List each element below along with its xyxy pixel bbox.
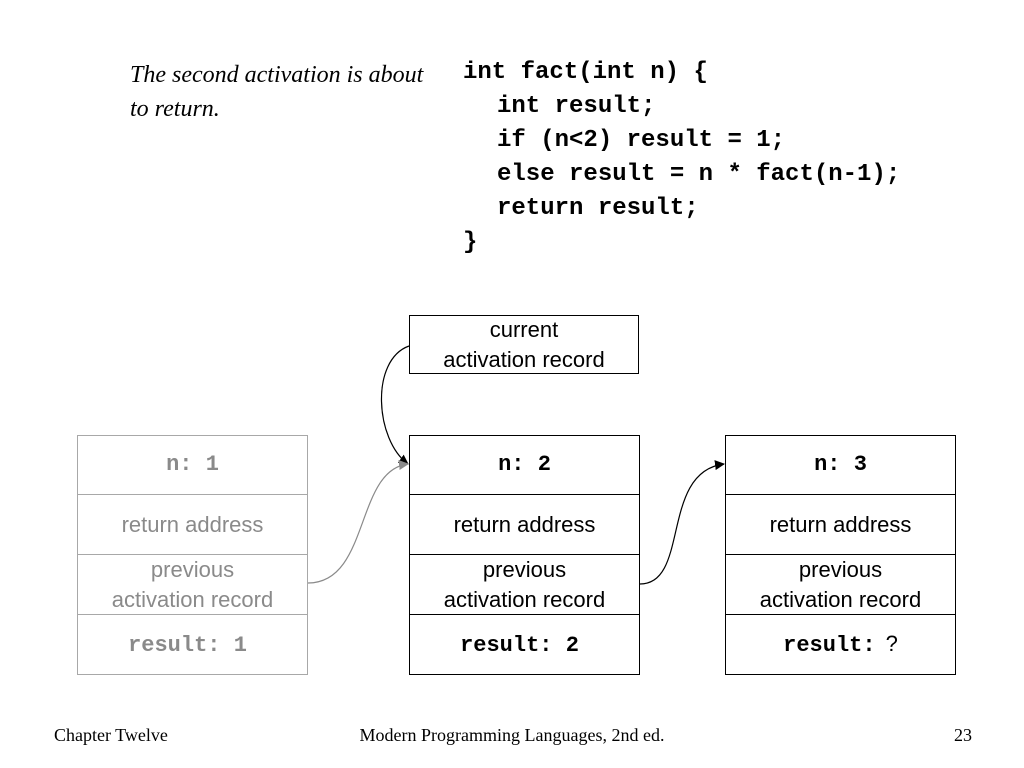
record-result-cell: result:? xyxy=(725,615,956,675)
activation-record-2: n: 2 return address previous activation … xyxy=(409,435,640,675)
record-previous-cell: previous activation record xyxy=(77,555,308,615)
record-n-cell: n: 2 xyxy=(409,435,640,495)
previous-link-arrow xyxy=(639,460,725,585)
record-result-cell: result: 2 xyxy=(409,615,640,675)
record-previous-line2: activation record xyxy=(111,586,274,612)
record-return-address-cell: return address xyxy=(409,495,640,555)
record-previous-line2: activation record xyxy=(443,586,606,612)
record-n-cell: n: 3 xyxy=(725,435,956,495)
record-previous-line1: previous xyxy=(798,556,883,582)
current-pointer-arrow xyxy=(380,345,410,465)
code-line: return result; xyxy=(497,195,699,222)
record-n-cell: n: 1 xyxy=(77,435,308,495)
record-result-suffix: ? xyxy=(885,630,898,656)
record-result-label: result: 1 xyxy=(128,632,247,658)
activation-record-1: n: 1 return address previous activation … xyxy=(77,435,308,675)
record-previous-cell: previous activation record xyxy=(725,555,956,615)
record-previous-line1: previous xyxy=(150,556,235,582)
previous-link-arrow-faded xyxy=(307,460,409,584)
code-line: int result; xyxy=(497,93,656,120)
record-result-label: result: 2 xyxy=(460,632,579,658)
current-box-line1: current xyxy=(489,316,559,342)
record-return-address-cell: return address xyxy=(77,495,308,555)
record-previous-cell: previous activation record xyxy=(409,555,640,615)
footer-book-title: Modern Programming Languages, 2nd ed. xyxy=(359,725,665,745)
activation-record-3: n: 3 return address previous activation … xyxy=(725,435,956,675)
code-line: } xyxy=(463,229,478,256)
code-line: int fact(int n) { xyxy=(463,59,708,86)
code-line: else result = n * fact(n-1); xyxy=(497,161,901,188)
current-box-line2: activation record xyxy=(443,346,605,372)
footer-page-number: 23 xyxy=(954,725,972,745)
code-line: if (n<2) result = 1; xyxy=(497,127,786,154)
record-result-cell: result: 1 xyxy=(77,615,308,675)
code-block: int fact(int n) { int result; if (n<2) res… xyxy=(463,56,900,260)
slide-caption: The second activation is about to return… xyxy=(130,62,424,122)
record-result-label: result: xyxy=(783,632,876,658)
record-return-address-cell: return address xyxy=(725,495,956,555)
current-activation-record-box: current activation record xyxy=(409,315,639,374)
record-previous-line2: activation record xyxy=(759,586,922,612)
record-previous-line1: previous xyxy=(482,556,567,582)
footer-chapter: Chapter Twelve xyxy=(54,725,168,745)
